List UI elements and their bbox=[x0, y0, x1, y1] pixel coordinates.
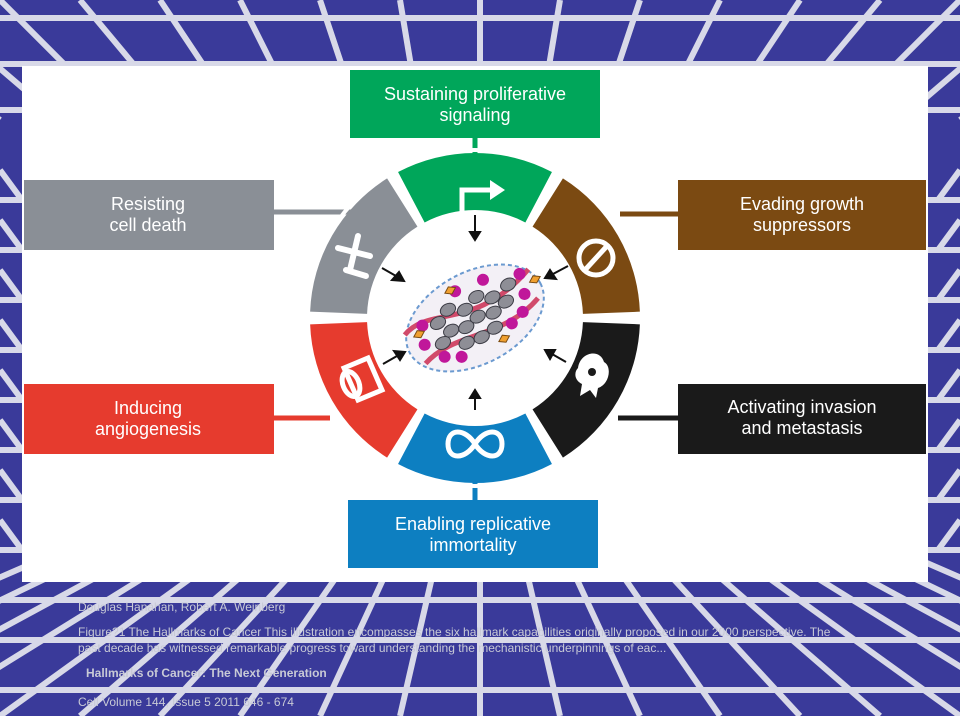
caption-authors: Douglas Hanahan, Robert A. Weinberg bbox=[78, 600, 286, 614]
label-angiogenesis-line1: Inducing bbox=[114, 398, 182, 418]
label-immortality-line2: immortality bbox=[429, 535, 516, 555]
tumor-illustration bbox=[402, 263, 545, 373]
prohibition-icon bbox=[576, 238, 616, 278]
ring-segment-angiogenesis bbox=[310, 322, 418, 458]
ring-segment-cell-death bbox=[310, 178, 418, 314]
infinity-icon bbox=[445, 429, 505, 459]
label-growth-suppressors-line2: suppressors bbox=[753, 215, 851, 235]
caption-journal: Cell Volume 144, Issue 5 2011 646 - 674 bbox=[78, 695, 294, 709]
label-proliferative-line2: signaling bbox=[439, 105, 510, 125]
box-immortality: Enabling replicative immortality bbox=[348, 500, 598, 568]
box-growth-suppressors: Evading growth suppressors bbox=[678, 180, 926, 250]
box-angiogenesis: Inducing angiogenesis bbox=[24, 384, 274, 454]
label-immortality-line1: Enabling replicative bbox=[395, 514, 551, 534]
caption-figure-text: Figure?1 The Hallmarks of Cancer This il… bbox=[78, 625, 831, 655]
label-growth-suppressors-line1: Evading growth bbox=[740, 194, 864, 214]
label-invasion-line2: and metastasis bbox=[741, 418, 862, 438]
label-angiogenesis-line2: angiogenesis bbox=[95, 419, 201, 439]
caption-article-title[interactable]: Hallmarks of Cancer: The Next Generation bbox=[86, 666, 327, 680]
arrow-up-right-icon bbox=[459, 180, 505, 218]
ring-outline bbox=[305, 148, 645, 488]
box-invasion: Activating invasion and metastasis bbox=[678, 384, 926, 454]
label-invasion-line1: Activating invasion bbox=[727, 397, 876, 417]
box-proliferative: Sustaining proliferative signaling bbox=[350, 70, 600, 138]
vessel-icon bbox=[339, 354, 386, 404]
label-cell-death-line2: cell death bbox=[109, 215, 186, 235]
label-proliferative-line1: Sustaining proliferative bbox=[384, 84, 566, 104]
box-cell-death: Resisting cell death bbox=[24, 180, 274, 250]
inward-arrows bbox=[381, 215, 569, 410]
cell-spread-icon bbox=[575, 353, 609, 398]
cross-icon bbox=[335, 233, 373, 279]
label-cell-death-line1: Resisting bbox=[111, 194, 185, 214]
